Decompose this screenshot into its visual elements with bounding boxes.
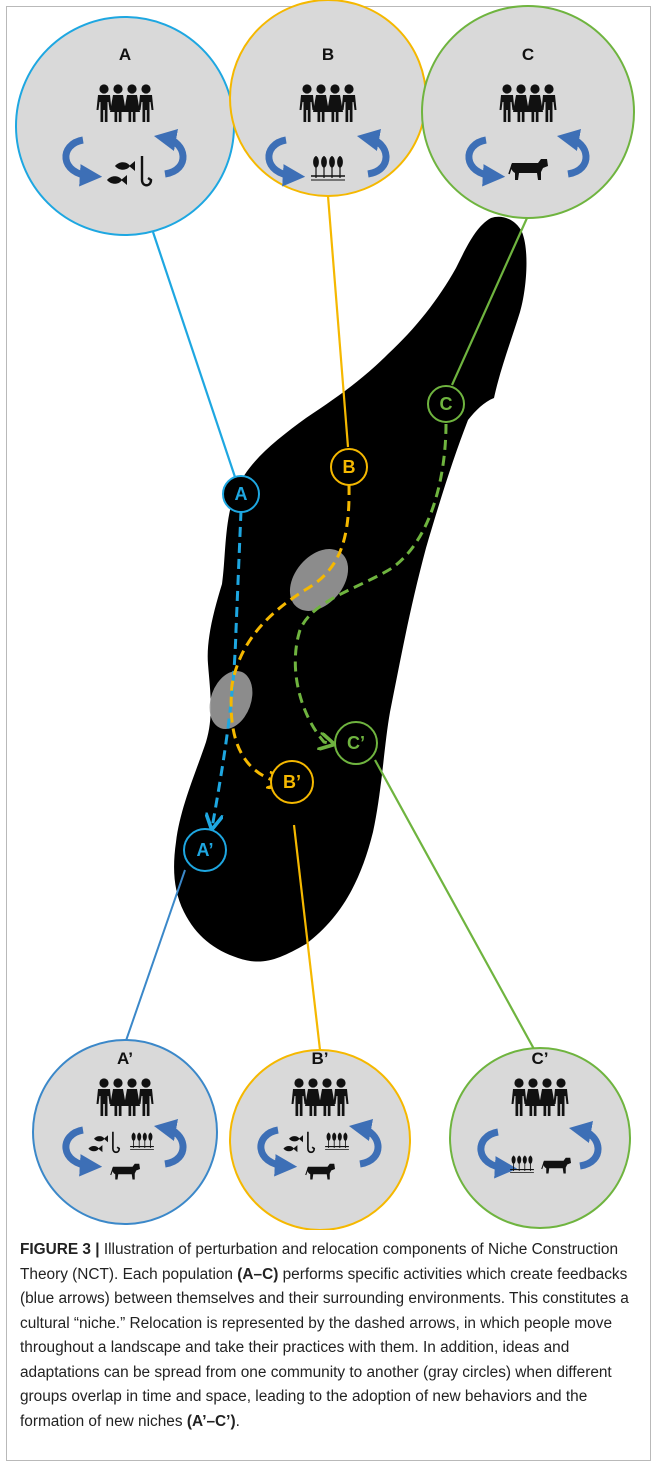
route-b bbox=[229, 484, 351, 783]
population-bubble-b2: B’ bbox=[229, 1049, 411, 1230]
connector-line-b bbox=[326, 195, 350, 448]
svg-text:B’: B’ bbox=[312, 1049, 329, 1068]
figure-label: FIGURE 3 | bbox=[20, 1241, 100, 1258]
population-bubble-c2: C’ bbox=[449, 1047, 631, 1229]
node-b: B bbox=[330, 448, 368, 486]
svg-text:B: B bbox=[322, 45, 334, 64]
connector-line-c bbox=[450, 217, 529, 386]
svg-text:B’: B’ bbox=[283, 772, 301, 792]
svg-text:C: C bbox=[440, 394, 453, 414]
population-bubble-c: C bbox=[421, 5, 635, 219]
route-a bbox=[212, 510, 243, 828]
svg-text:C’: C’ bbox=[347, 733, 365, 753]
connector-line-b2 bbox=[292, 824, 322, 1051]
node-a2: A’ bbox=[183, 828, 227, 872]
population-bubble-a: A bbox=[15, 16, 235, 236]
population-bubble-b: B bbox=[229, 0, 427, 197]
node-b2: B’ bbox=[270, 760, 314, 804]
route-c bbox=[293, 423, 448, 744]
svg-text:A’: A’ bbox=[117, 1049, 133, 1068]
svg-text:A’: A’ bbox=[196, 840, 213, 860]
svg-text:B: B bbox=[343, 457, 356, 477]
connector-line-c2 bbox=[374, 759, 541, 1061]
caption-bold-range-2: (A’–C’) bbox=[186, 1412, 236, 1430]
connector-line-a2 bbox=[119, 869, 186, 1059]
svg-text:C: C bbox=[522, 45, 534, 64]
caption-text-3: . bbox=[235, 1412, 240, 1430]
caption-text-2: performs specific activities which creat… bbox=[20, 1265, 629, 1430]
node-a: A bbox=[222, 475, 260, 513]
node-c: C bbox=[427, 385, 465, 423]
population-bubble-a2: A’ bbox=[32, 1039, 218, 1225]
figure-caption: FIGURE 3 | Illustration of perturbation … bbox=[20, 1238, 638, 1434]
niche-construction-diagram: A B C A’ B’ C’ A B C bbox=[15, 0, 635, 1230]
svg-text:A: A bbox=[119, 45, 131, 64]
svg-text:A: A bbox=[235, 484, 248, 504]
connector-line-a bbox=[151, 231, 238, 481]
caption-bold-range-1: (A–C) bbox=[237, 1265, 279, 1283]
node-c2: C’ bbox=[334, 721, 378, 765]
caption-text-1: Illustration of perturbation and relocat… bbox=[20, 1241, 619, 1283]
svg-text:C’: C’ bbox=[532, 1049, 549, 1068]
